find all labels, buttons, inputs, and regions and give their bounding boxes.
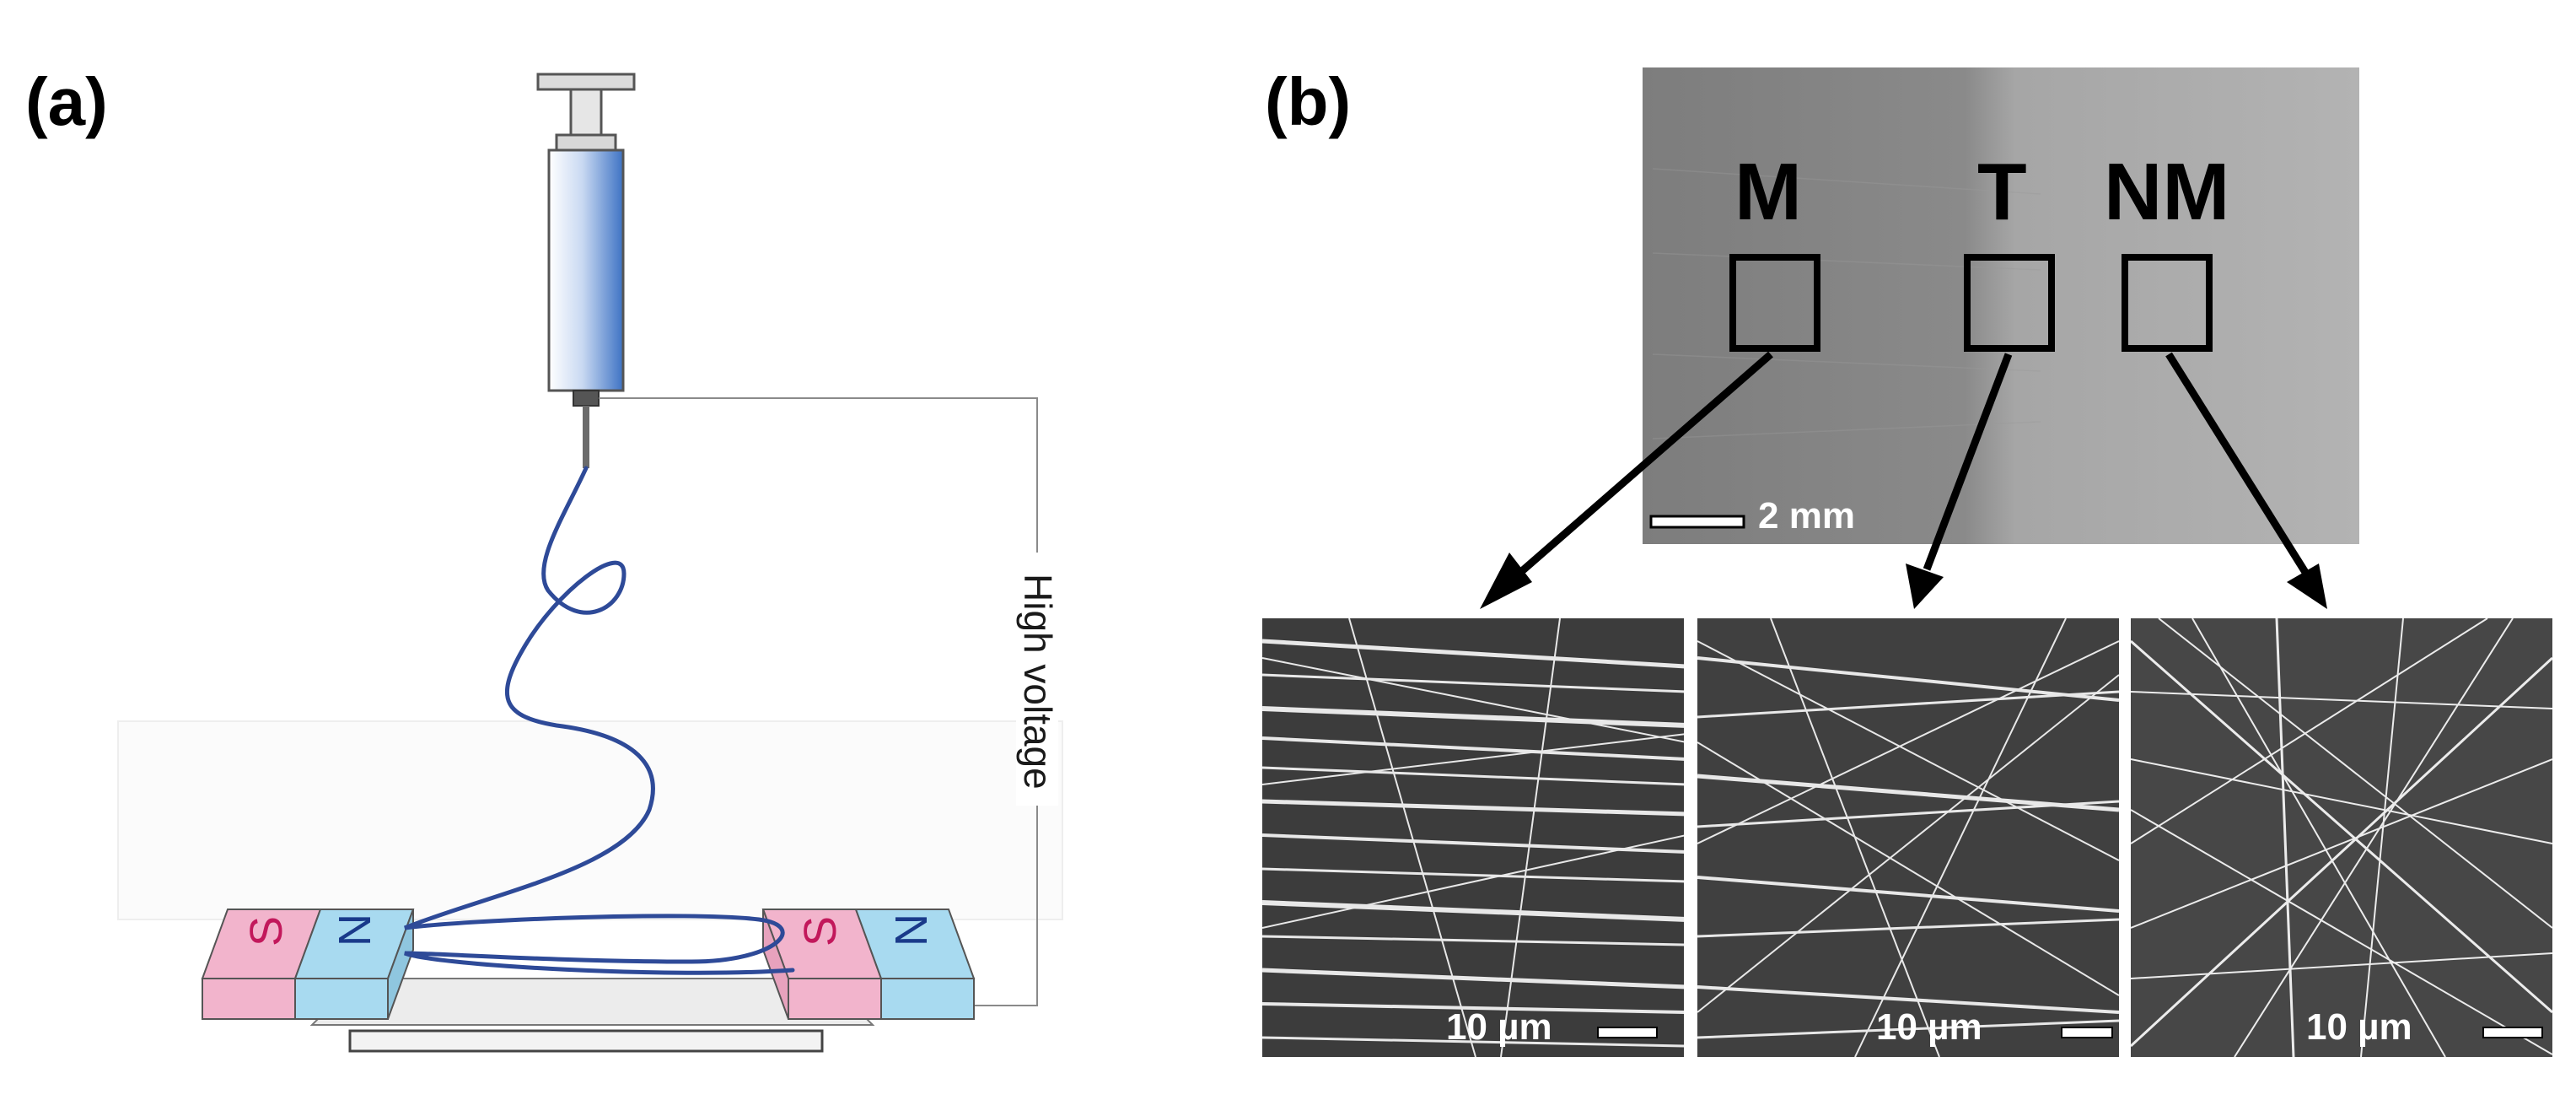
sem-t-scale-bar — [2061, 1027, 2113, 1038]
panel-b: (b) M T NM 2 mm — [1262, 64, 2552, 1057]
background-plate — [117, 720, 1063, 920]
sem-nm-scale-label: 10 µm — [2306, 1006, 2412, 1048]
sem-image-nm: 10 µm — [2131, 618, 2552, 1057]
panel-b-label: (b) — [1265, 64, 1351, 139]
photo-scale-label: 2 mm — [1758, 495, 1855, 537]
syringe-barrel — [547, 148, 625, 392]
magnet-left-n-pole: N — [330, 914, 380, 946]
syringe-hub — [573, 390, 600, 407]
electrospun-fiber-jet — [404, 466, 795, 975]
magnet-left-blue-front — [294, 978, 389, 1020]
panel-a: (a) High voltage S N — [25, 64, 1063, 1053]
sem-m-fibers — [1262, 618, 1684, 1057]
arrow-nm — [2165, 352, 2310, 576]
region-label-m: M — [1734, 147, 1802, 237]
sem-m-scale-bar — [1597, 1027, 1658, 1038]
high-voltage-label: High voltage — [1016, 574, 1060, 790]
syringe-plunger-head — [555, 133, 617, 152]
arrow-m — [1507, 351, 1773, 585]
arrow-nm-head — [2287, 563, 2327, 609]
arrow-t-head — [1906, 563, 1944, 609]
sem-t-scale-label: 10 µm — [1876, 1006, 1982, 1048]
arrow-t — [1923, 353, 2013, 571]
region-box-t — [1964, 254, 2055, 352]
sem-nm-background — [2131, 618, 2552, 1057]
region-label-t: T — [1977, 147, 2027, 237]
magnet-right-blue-front — [880, 978, 975, 1020]
region-box-m — [1729, 254, 1820, 352]
magnet-left-s-pole: S — [241, 916, 292, 946]
region-label-nm: NM — [2104, 147, 2229, 237]
photo-scale-bar — [1649, 515, 1745, 529]
zoom-arrows — [1480, 351, 2327, 609]
magnet-left-pink-front — [202, 978, 296, 1020]
sem-image-t: 10 µm — [1697, 618, 2119, 1057]
sample-photo: M T NM 2 mm — [1643, 67, 2359, 544]
magnet-left-side — [387, 909, 414, 1020]
sem-nm-fibers — [2131, 618, 2552, 1057]
panel-a-label: (a) — [25, 64, 108, 139]
syringe — [536, 73, 636, 468]
region-box-nm — [2122, 254, 2213, 352]
magnet-left: S N — [201, 909, 415, 1020]
magnet-right: S N — [761, 909, 976, 1020]
sem-m-scale-label: 10 µm — [1446, 1006, 1552, 1048]
sem-t-fibers — [1697, 618, 2119, 1057]
sample-photo-texture — [1652, 168, 2041, 439]
sample-photo-background — [1643, 67, 2359, 544]
syringe-plunger-cap — [536, 73, 636, 91]
sem-nm-scale-bar — [2482, 1027, 2543, 1038]
magnet-right-pink-front — [788, 978, 882, 1020]
syringe-plunger-rod — [569, 88, 603, 142]
magnet-right-n-pole: N — [886, 914, 937, 946]
voltage-label-backing — [1016, 553, 1058, 806]
arrow-m-head — [1480, 553, 1532, 609]
magnet-right-s-pole: S — [795, 916, 846, 946]
collector-base — [348, 1029, 824, 1053]
syringe-needle — [583, 406, 589, 468]
sem-image-m: 10 µm — [1262, 618, 1684, 1057]
